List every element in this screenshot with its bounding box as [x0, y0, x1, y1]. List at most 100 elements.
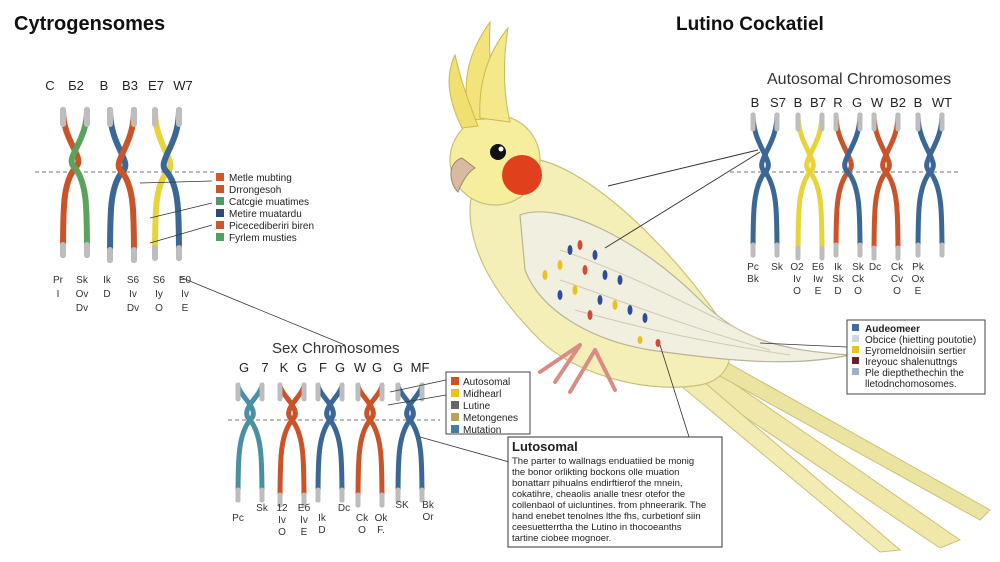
info-line: cokatihre, cheaolis analle tnesr otefor …: [512, 489, 685, 500]
left-bottom-label: Iv: [181, 289, 189, 300]
sex-bottom-label: D: [318, 525, 325, 536]
autosomal-bottom-label: O: [854, 286, 862, 297]
autosomal-bottom-label: Cv: [891, 274, 903, 285]
left-chromosome-3: [152, 107, 182, 261]
left-legend-swatch: [216, 197, 224, 205]
left-legend-label: Fyrlem musties: [229, 233, 297, 244]
left-legend-swatch: [216, 173, 224, 181]
left-legend-swatch: [216, 221, 224, 229]
sex-legend-swatch: [451, 425, 459, 433]
left-bottom-label: Ov: [76, 289, 89, 300]
sex-bottom-label: F.: [377, 525, 385, 536]
sex-bottom-label: O: [278, 527, 286, 538]
sex-legend-label: Mutation: [463, 425, 501, 436]
sex-chromosome-3: [315, 382, 345, 503]
info-line: tartine ciobee mognoer.: [512, 533, 611, 544]
info-line: ceesuetterrtha the Lutino in thocoeanths: [512, 522, 682, 533]
sex-chromosome-1: [235, 382, 265, 503]
lutino-cockatiel-illustration: [448, 20, 991, 553]
right-title: Lutino Cockatiel: [676, 14, 824, 35]
info-box: [507, 436, 723, 548]
sex-top-label: G: [239, 360, 249, 375]
left-bottom-label: I: [57, 289, 60, 300]
autosomal-bottom-label: Ox: [912, 274, 925, 285]
left-chromosome-2: [107, 107, 137, 263]
left-bottom-label: S6: [127, 275, 140, 286]
left-bottom-label: O: [155, 303, 163, 314]
sex-bottom-label: Ck: [356, 513, 369, 524]
autosomal-top-label: S7: [770, 95, 786, 110]
autosomal-bottom-label: E: [815, 286, 822, 297]
right-legend-label: Ple diepthethechin the: [865, 368, 964, 379]
autosomal-bottom-label: Sk: [832, 274, 845, 285]
sex-bottom-label: Bk: [422, 500, 435, 511]
left-legend-swatch: [216, 233, 224, 241]
left-bottom-label: D: [103, 289, 110, 300]
left-legend-label: Picecediberiri biren: [229, 221, 314, 232]
sex-top-label: W: [354, 360, 367, 375]
autosomal-bottom-label: D: [834, 286, 841, 297]
sex-chromosome-2: [277, 382, 307, 508]
sex-section-title: Sex Chromosomes: [272, 340, 400, 357]
right-legend-label: Obcice (hietting poutotie): [865, 335, 976, 346]
left-bottom-label: E0: [179, 275, 192, 286]
autosomal-top-label: B7: [810, 95, 826, 110]
autosomal-top-label: W: [871, 95, 884, 110]
left-bottom-label: S6: [153, 275, 166, 286]
info-line: The parter to wallnags enduatiied be mon…: [512, 456, 694, 467]
autosomal-chromosome-1: [750, 112, 780, 258]
info-line: collenbaol of uicluntines. from phneerar…: [512, 500, 706, 511]
left-top-label: C: [45, 78, 54, 93]
autosomal-bottom-label: Ck: [852, 274, 865, 285]
autosomal-bottom-label: O: [893, 286, 901, 297]
sex-bottom-label: Pc: [232, 513, 244, 524]
autosomal-chromosome-5: [915, 112, 945, 258]
sex-bottom-label: Ok: [375, 513, 389, 524]
autosomal-bottom-label: Iv: [793, 274, 801, 285]
left-legend-label: Catcgie muatimes: [229, 197, 309, 208]
left-legend-label: Metire muatardu: [229, 209, 302, 220]
right-legend-swatch: [852, 346, 859, 353]
sex-legend-swatch: [451, 401, 459, 409]
left-legend-swatch: [216, 185, 224, 193]
sex-bottom-label: Iv: [300, 515, 308, 526]
sex-legend-label: Midhearl: [463, 389, 501, 400]
autosomal-bottom-label: Pk: [912, 262, 925, 273]
autosomal-top-label: B: [914, 95, 923, 110]
sex-bottom-label: Sk: [256, 503, 269, 514]
sex-top-label: G: [335, 360, 345, 375]
info-line: hand enebet tenolnes lthe fhs, curbetion…: [512, 511, 701, 522]
sex-bottom-label: Iv: [278, 515, 286, 526]
autosomal-bottom-label: Sk: [852, 262, 865, 273]
autosomal-bottom-label: Iw: [813, 274, 824, 285]
sex-legend-swatch: [451, 413, 459, 421]
info-line: bonattarr pihualns endirftierof the mnei…: [512, 478, 683, 489]
autosomal-top-label: B: [751, 95, 760, 110]
autosomal-section-title: Autosomal Chromosomes: [767, 71, 951, 88]
autosomal-bottom-label: Bk: [747, 274, 760, 285]
autosomal-bottom-label: Sk: [771, 262, 784, 273]
left-top-label: W7: [173, 78, 193, 93]
left-bottom-label: Dv: [76, 303, 88, 314]
autosomal-bottom-label: E: [915, 286, 922, 297]
sex-top-label: K: [280, 360, 289, 375]
sex-legend-label: Metongenes: [463, 413, 518, 424]
sex-top-label: 7: [261, 360, 268, 375]
left-legend-label: Metle mubting: [229, 173, 292, 184]
autosomal-bottom-label: Dc: [869, 262, 881, 273]
info-line: the bonor orlikting bockons olle muation: [512, 467, 679, 478]
sex-top-label: G: [297, 360, 307, 375]
autosomal-bottom-label: Ik: [834, 262, 843, 273]
autosomal-top-label: R: [833, 95, 842, 110]
left-bottom-label: Dv: [127, 303, 139, 314]
autosomal-bottom-label: Ck: [891, 262, 904, 273]
sex-chromosome-4: [355, 382, 385, 508]
info-heading: Lutosomal: [512, 439, 578, 454]
left-bottom-label: Iv: [129, 289, 137, 300]
autosomal-bottom-label: Pc: [747, 262, 759, 273]
sex-bottom-label: E: [301, 527, 308, 538]
sex-bottom-label: Ik: [318, 513, 327, 524]
left-top-label: B3: [122, 78, 138, 93]
left-title: Cytrogensomes: [14, 13, 165, 35]
